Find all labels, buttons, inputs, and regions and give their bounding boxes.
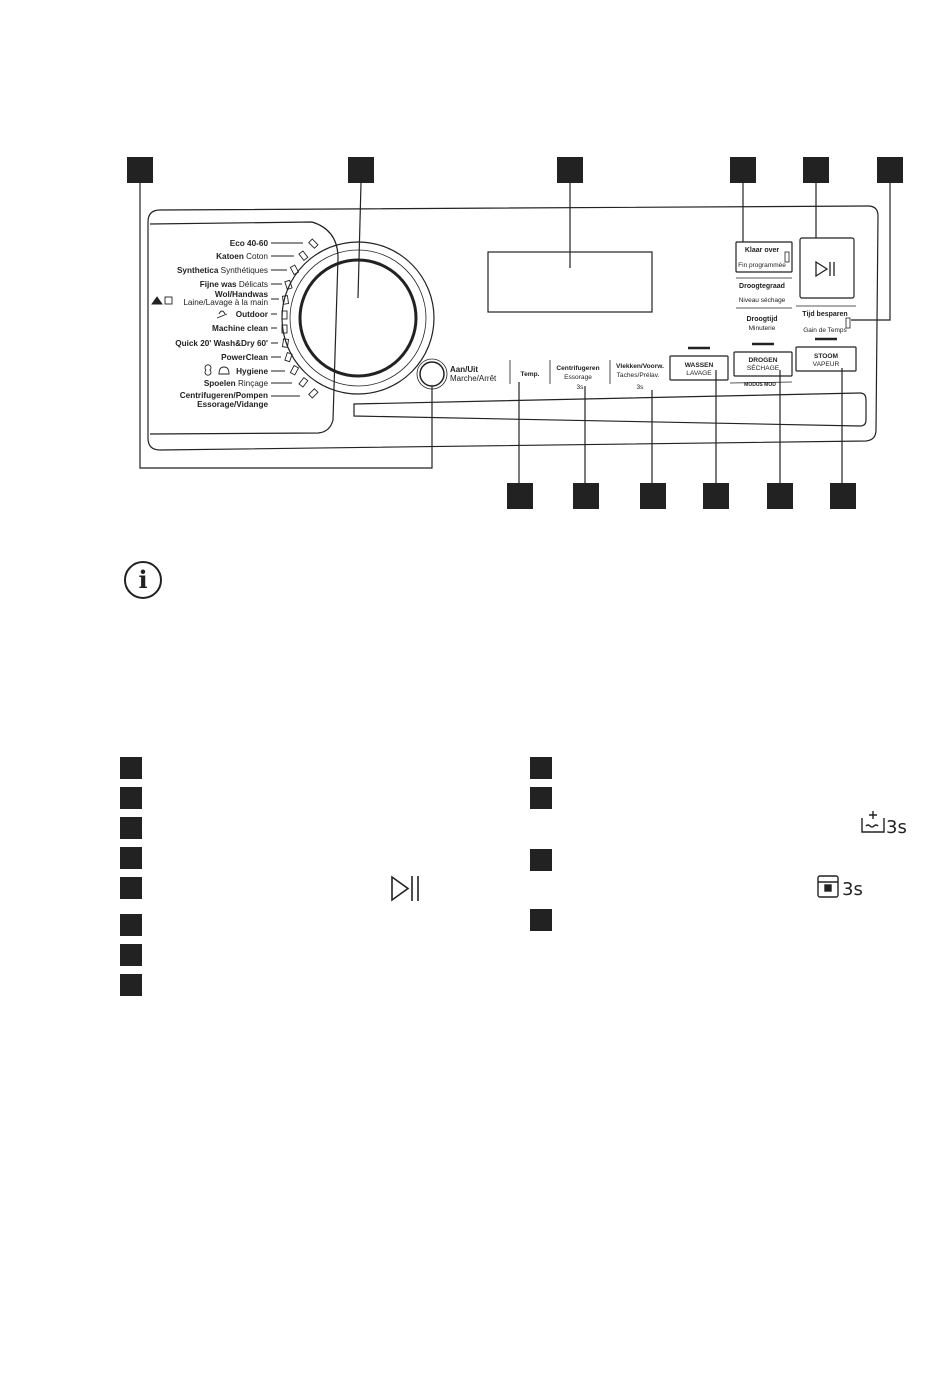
program-label-12b: Essorage/Vidange: [197, 400, 268, 409]
power-button[interactable]: [419, 361, 445, 387]
legend-square-11: [530, 849, 552, 871]
callout-square-bottom-3: [640, 483, 666, 509]
callout-square-bottom-1: [507, 483, 533, 509]
legend-square-12: [530, 909, 552, 931]
temp-label: Temp.: [521, 371, 540, 378]
dry-label-nl: DROGEN: [749, 357, 778, 364]
leader-lines: [139, 182, 891, 483]
mode-label: MODUS MOD: [744, 382, 776, 388]
legend-square-9: [530, 757, 552, 779]
callout-square-top-6: [877, 157, 903, 183]
legend-square-2: [120, 787, 142, 809]
power-button-ring: [416, 358, 448, 390]
program-label-10: Hygiene: [236, 367, 268, 376]
program-label-5a: Wol/Handwas: [215, 290, 269, 299]
hygiene-icon-2: [218, 366, 230, 375]
callout-square-bottom-4: [703, 483, 729, 509]
spin-label-sub: 3s: [577, 384, 585, 391]
dry-label-fr: SÉCHAGE: [747, 363, 780, 372]
legend-prewash-icon: [861, 811, 885, 833]
steam-label-fr: VAPEUR: [813, 361, 840, 368]
callout-square-bottom-5: [767, 483, 793, 509]
program-label-4: Fijne was Délicats: [200, 280, 268, 289]
program-label-2: Katoen Coton: [216, 252, 268, 261]
callout-square-top-2: [348, 157, 374, 183]
wash-button[interactable]: [669, 355, 729, 381]
spin-label-fr: Essorage: [564, 374, 592, 381]
handwash-icon: [164, 296, 173, 305]
stains-label-fr: Taches/Prélav.: [617, 372, 660, 379]
steam-label-nl: STOOM: [814, 353, 839, 360]
wash-label-nl: WASSEN: [685, 362, 714, 369]
end-time-label-fr: Fin programmée: [738, 262, 786, 269]
panel-outline: [147, 205, 879, 451]
program-dial-outer: [281, 241, 435, 395]
legend-square-6: [120, 914, 142, 936]
power-label-nl: Aan/Uit: [450, 365, 478, 374]
legend-square-5: [120, 877, 142, 899]
end-time-button[interactable]: [735, 241, 793, 273]
mode-line: [729, 381, 793, 384]
dry-button[interactable]: [733, 351, 793, 377]
steam-button[interactable]: [795, 346, 857, 372]
program-label-11: Spoelen Rinçage: [204, 379, 269, 388]
spin-label-nl: Centrifugeren: [556, 365, 599, 372]
callout-square-bottom-6: [830, 483, 856, 509]
legend-square-4: [120, 847, 142, 869]
wash-label-fr: LAVAGE: [686, 370, 712, 377]
program-leds: [281, 238, 319, 399]
end-time-label-nl: Klaar over: [745, 247, 780, 254]
time-save-label-fr: Gain de Temps: [803, 327, 847, 334]
callout-square-top-1: [127, 157, 153, 183]
power-label-fr: Marche/Arrêt: [450, 374, 497, 383]
program-label-5b: Laine/Lavage à la main: [183, 298, 268, 307]
legend-square-1: [120, 757, 142, 779]
legend-start-pause-icon: [391, 875, 419, 902]
program-dial-ring: [289, 249, 427, 387]
callout-square-top-4: [730, 157, 756, 183]
panel-inner-curve: [149, 221, 339, 435]
program-label-9: PowerClean: [221, 353, 268, 362]
program-label-12a: Centrifugeren/Pompen: [180, 391, 268, 400]
end-time-led: [784, 251, 790, 263]
legend-prewash-3s: 3s: [886, 817, 907, 838]
program-label-3: Synthetica Synthétiques: [177, 266, 268, 275]
callout-square-top-5: [803, 157, 829, 183]
start-pause-button[interactable]: [799, 237, 855, 299]
dry-time-label-fr: Minuterie: [749, 325, 776, 332]
legend-square-8: [120, 974, 142, 996]
legend-square-3: [120, 817, 142, 839]
hygiene-icon-1: [204, 364, 212, 376]
program-dial-inner: [298, 258, 418, 378]
dryness-label-nl: Droogtegraad: [739, 283, 785, 290]
dry-time-label-nl: Droogtijd: [746, 316, 777, 323]
wool-icon: [151, 296, 163, 305]
info-icon: i: [124, 561, 162, 599]
legend-square-7: [120, 944, 142, 966]
outdoor-icon: [216, 310, 228, 319]
dryness-label-fr: Niveau séchage: [739, 297, 786, 304]
program-icons: [151, 296, 230, 376]
legend-childlock-3s: 3s: [842, 879, 863, 900]
stains-label-sub: 3s: [637, 384, 645, 391]
callout-square-bottom-2: [573, 483, 599, 509]
time-save-label-nl: Tijd besparen: [802, 311, 847, 318]
program-label-7: Machine clean: [212, 324, 268, 333]
time-save-led: [845, 317, 851, 329]
legend-square-10: [530, 787, 552, 809]
drawer-outline: [353, 392, 867, 427]
program-label-1: Eco 40-60: [230, 239, 269, 248]
callout-square-top-3: [557, 157, 583, 183]
program-ticks: [271, 242, 303, 397]
stains-label-nl: Vlekken/Voorw.: [616, 363, 664, 370]
legend-child-lock-icon: [817, 875, 839, 898]
program-label-8: Quick 20' Wash&Dry 60': [175, 339, 268, 348]
program-label-6: Outdoor: [236, 310, 269, 319]
start-pause-icon: [815, 260, 835, 278]
